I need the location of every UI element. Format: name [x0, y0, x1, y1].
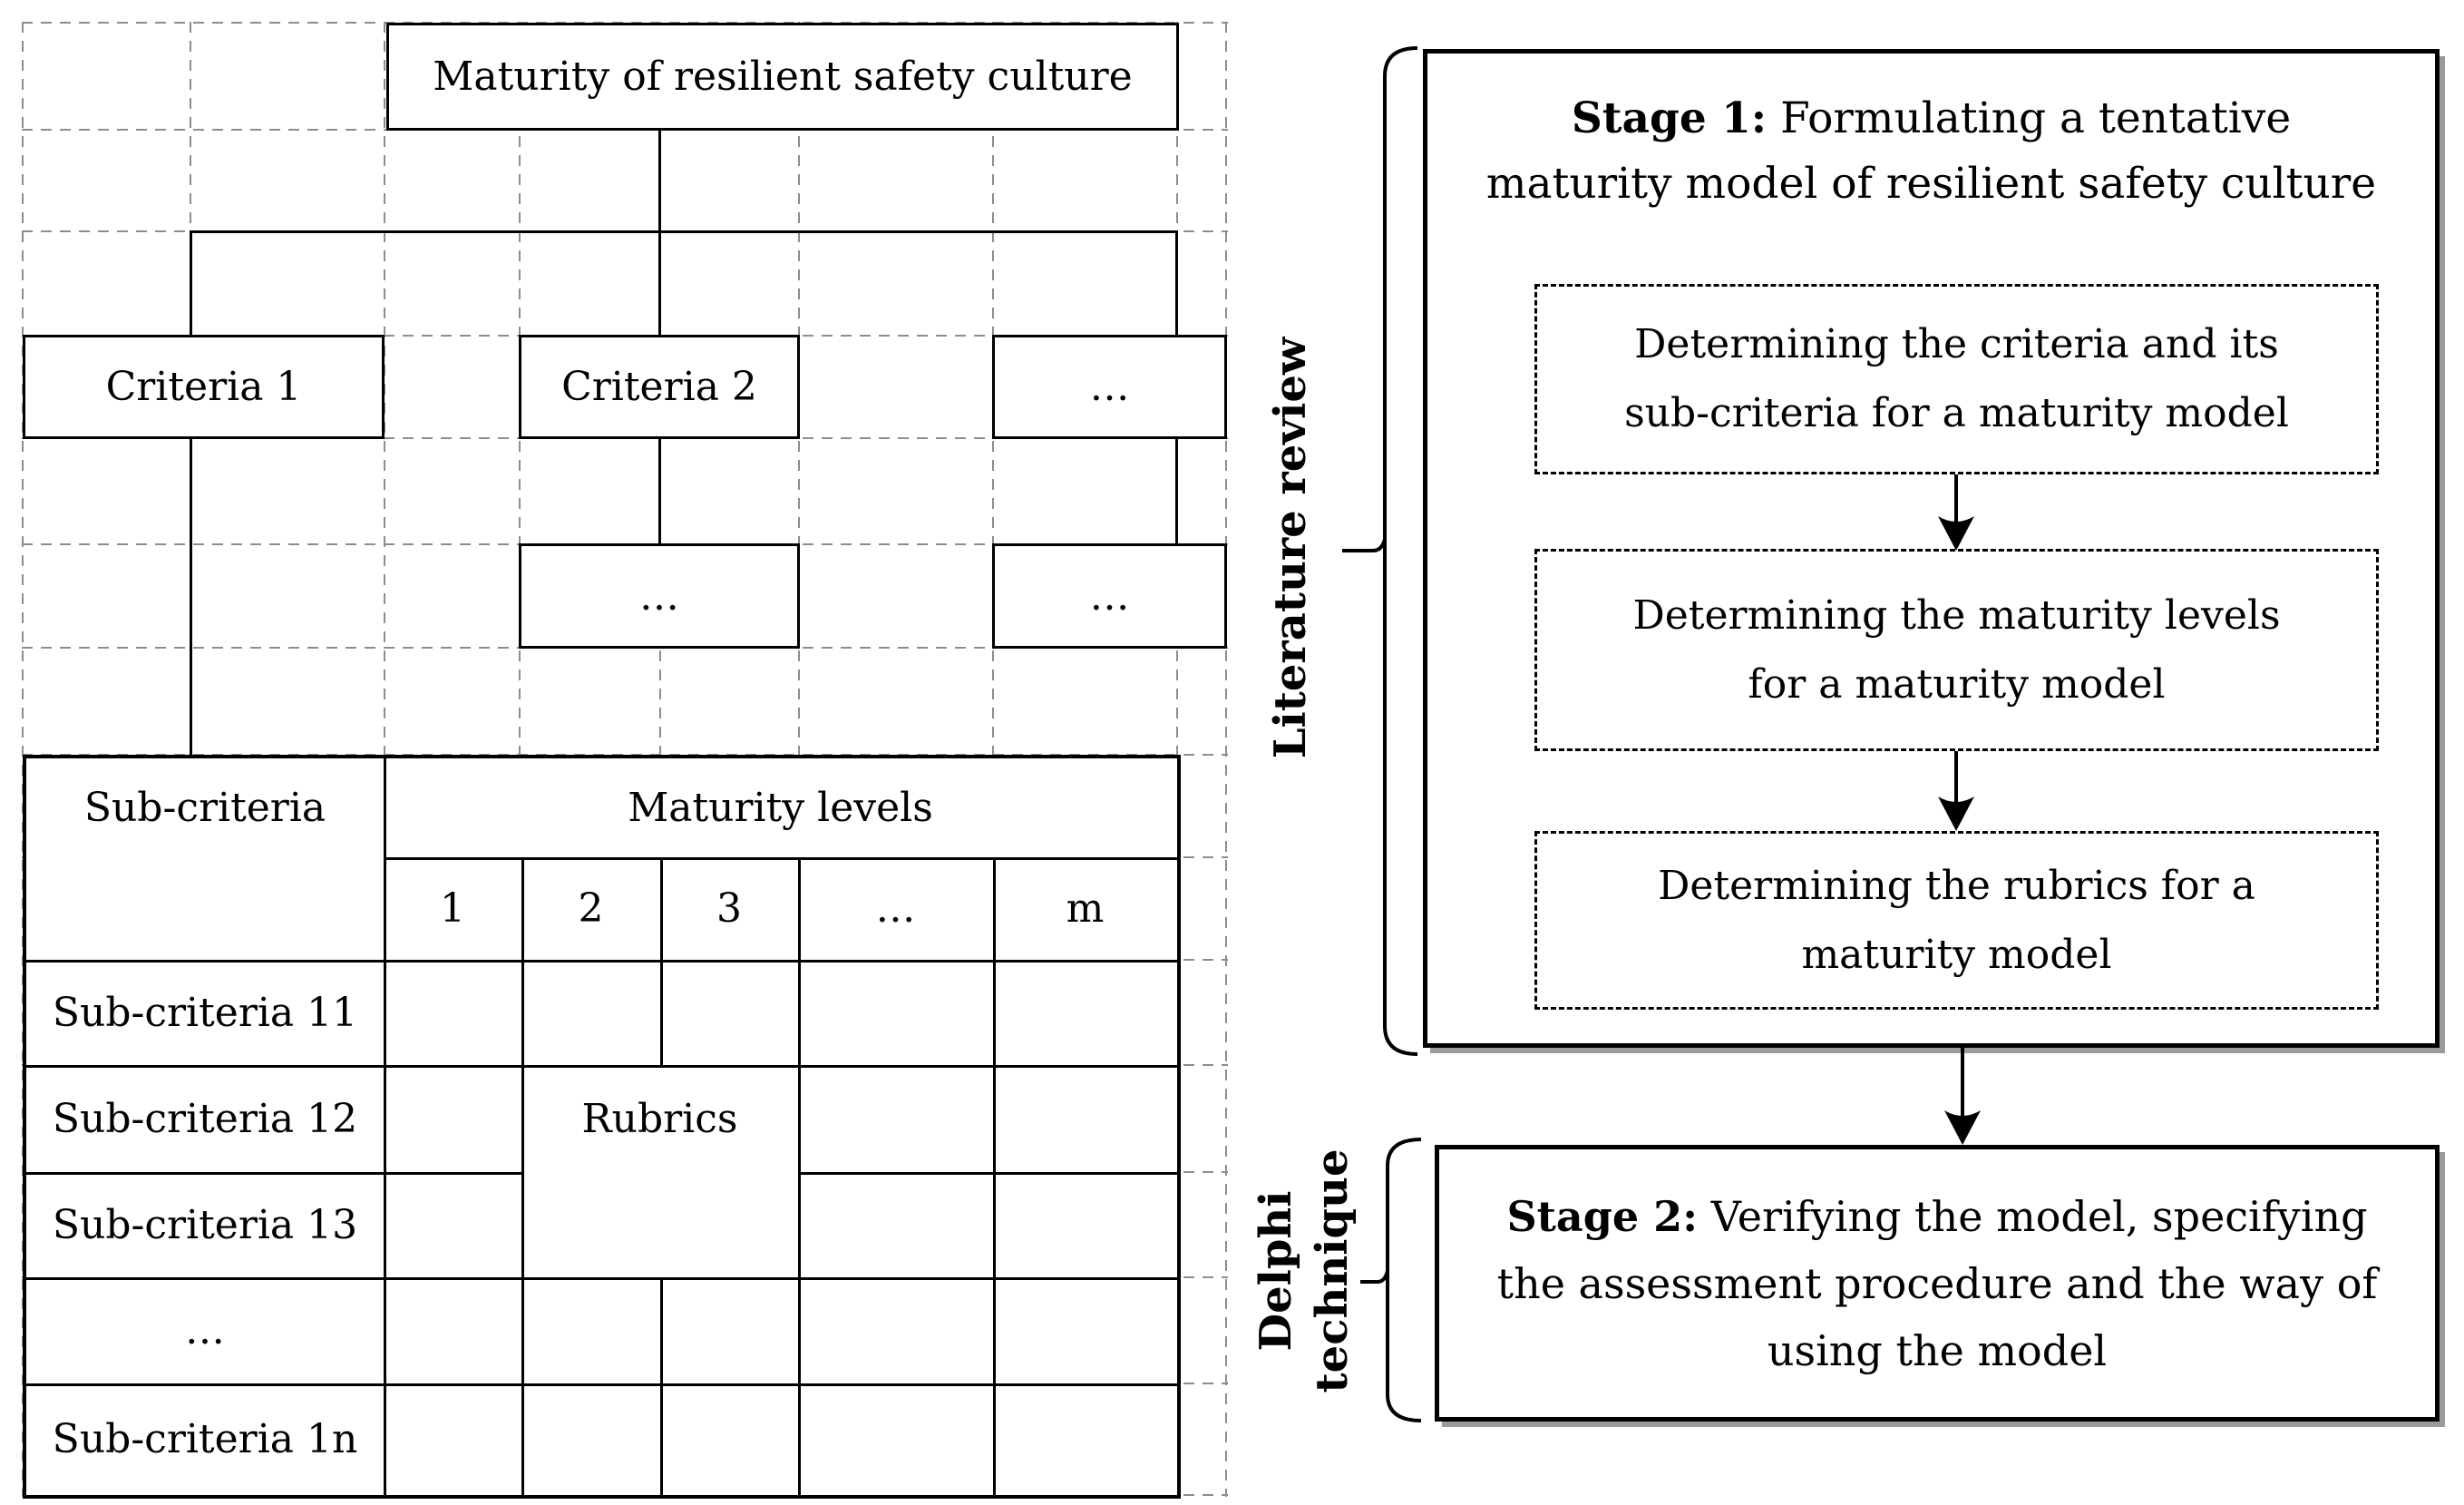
table-line: [660, 857, 663, 1065]
level-col-more: …: [798, 857, 993, 960]
level-col-label: m: [1066, 885, 1105, 932]
level-col-label: 2: [578, 885, 604, 932]
level-col-1: 1: [384, 857, 521, 960]
level-col-label: …: [875, 885, 916, 932]
table-line: [384, 758, 386, 1495]
table-row: Sub-criteria 11: [26, 960, 384, 1065]
connector-criteria1-to-table: [190, 437, 192, 757]
level-col-label: 3: [716, 885, 742, 932]
table-row: …: [26, 1277, 384, 1383]
row-label: Sub-criteria 11: [52, 989, 358, 1036]
down-arrow-icon: [1938, 474, 1974, 551]
table-line: [993, 857, 996, 1495]
grid-line-v: [1225, 22, 1227, 1497]
table-line: [26, 1065, 1177, 1068]
stage1-title-rest: Formulating a tentative: [1767, 93, 2292, 143]
criteria-more-box: …: [992, 335, 1227, 439]
table-line: [26, 1172, 521, 1175]
delphi-technique-brace: [1360, 1138, 1422, 1422]
literature-review-text: Literature review: [1265, 337, 1316, 759]
criteria-1-label: Criteria 1: [105, 364, 302, 410]
criteria-1-box: Criteria 1: [23, 335, 385, 439]
level-col-2: 2: [521, 857, 660, 960]
step-text-line: Determining the criteria and its: [1634, 321, 2279, 367]
table-row: Sub-criteria 13: [26, 1172, 384, 1277]
table-line: [798, 1172, 1177, 1175]
step-text-line: sub-criteria for a maturity model: [1624, 390, 2289, 436]
maturity-levels-header-label: Maturity levels: [628, 785, 933, 831]
step-text-line: Determining the maturity levels: [1632, 591, 2281, 639]
table-line: [660, 1277, 663, 1495]
delphi-label-line1: Delphi: [1251, 1190, 1301, 1352]
subcriteria-table: Sub-criteria Maturity levels 1 2 3 … m S…: [23, 755, 1181, 1499]
stage1-bold-label: Stage 1:: [1571, 93, 1768, 143]
rubrics-merged-cell: Rubrics: [521, 1065, 798, 1172]
stage1-title-line2: maturity model of resilient safety cultu…: [1485, 159, 2377, 209]
table-line: [26, 1277, 1177, 1280]
subcriteria-more-right-label: …: [1089, 572, 1130, 620]
criteria-2-box: Criteria 2: [519, 335, 800, 439]
row-label: Sub-criteria 12: [52, 1095, 358, 1142]
table-row: Sub-criteria 12: [26, 1065, 384, 1172]
connector-branch-to-criteria1: [190, 230, 192, 337]
level-col-label: 1: [440, 885, 465, 932]
table-line: [26, 1383, 1177, 1386]
connector-branch-to-criteria2: [658, 230, 661, 337]
rubrics-label: Rubrics: [581, 1095, 738, 1142]
subcriteria-more-mid-box: …: [519, 543, 800, 649]
stage2-text-rest: Verifying the model, specifying: [1698, 1191, 2368, 1241]
stage2-line3: using the model: [1767, 1325, 2108, 1375]
subcriteria-header-cell: Sub-criteria: [26, 758, 384, 857]
connector-criteria-more-to-sub: [1175, 437, 1178, 545]
root-box: Maturity of resilient safety culture: [386, 23, 1179, 131]
literature-review-brace: [1342, 46, 1418, 1056]
row-label: Sub-criteria 13: [52, 1201, 358, 1248]
table-row: Sub-criteria 1n: [26, 1383, 384, 1495]
table-line: [384, 857, 1177, 860]
step-box-rubrics: Determining the rubrics for a maturity m…: [1534, 831, 2379, 1010]
stage2-bold-label: Stage 2:: [1506, 1191, 1699, 1241]
table-line: [521, 857, 524, 1495]
maturity-levels-header-cell: Maturity levels: [384, 758, 1177, 857]
row-label: Sub-criteria 1n: [52, 1416, 358, 1462]
stage1-title: Stage 1: Formulating a tentative maturit…: [1427, 86, 2435, 217]
connector-branch-line: [190, 230, 1178, 233]
table-line: [798, 857, 801, 1495]
subcriteria-header-label: Sub-criteria: [83, 785, 326, 831]
delphi-technique-label: Delphi technique: [1248, 1134, 1364, 1408]
level-col-m: m: [993, 857, 1177, 960]
down-arrow-icon: [1938, 751, 1974, 831]
criteria-more-label: …: [1089, 364, 1130, 410]
step-box-criteria: Determining the criteria and its sub-cri…: [1534, 284, 2379, 474]
subcriteria-more-mid-label: …: [639, 572, 679, 620]
literature-review-label: Literature review: [1262, 321, 1335, 775]
table-line: [26, 960, 1177, 963]
root-box-label: Maturity of resilient safety culture: [433, 54, 1133, 100]
stage2-line2: the assessment procedure and the way of: [1496, 1258, 2378, 1308]
connector-root-to-branch: [658, 130, 661, 232]
step-text-line: maturity model: [1801, 931, 2112, 978]
down-arrow-icon: [1944, 1048, 1981, 1145]
level-col-3: 3: [660, 857, 798, 960]
row-label: …: [185, 1307, 225, 1354]
delphi-label-line2: technique: [1307, 1148, 1358, 1393]
stage2-box: Stage 2: Verifying the model, specifying…: [1435, 1145, 2440, 1422]
subcriteria-more-right-box: …: [992, 543, 1227, 649]
step-text-line: for a maturity model: [1748, 660, 2166, 708]
step-box-levels: Determining the maturity levels for a ma…: [1534, 549, 2379, 751]
stage1-title-line1: Stage 1: Formulating a tentative: [1427, 86, 2435, 151]
stage2-text: Stage 2: Verifying the model, specifying…: [1439, 1149, 2435, 1417]
connector-branch-to-criteria-more: [1175, 230, 1178, 337]
criteria-2-label: Criteria 2: [561, 364, 757, 410]
stage2-line1: Stage 2: Verifying the model, specifying: [1506, 1183, 2367, 1250]
connector-criteria2-to-sub: [658, 437, 661, 545]
step-text-line: Determining the rubrics for a: [1658, 862, 2255, 909]
